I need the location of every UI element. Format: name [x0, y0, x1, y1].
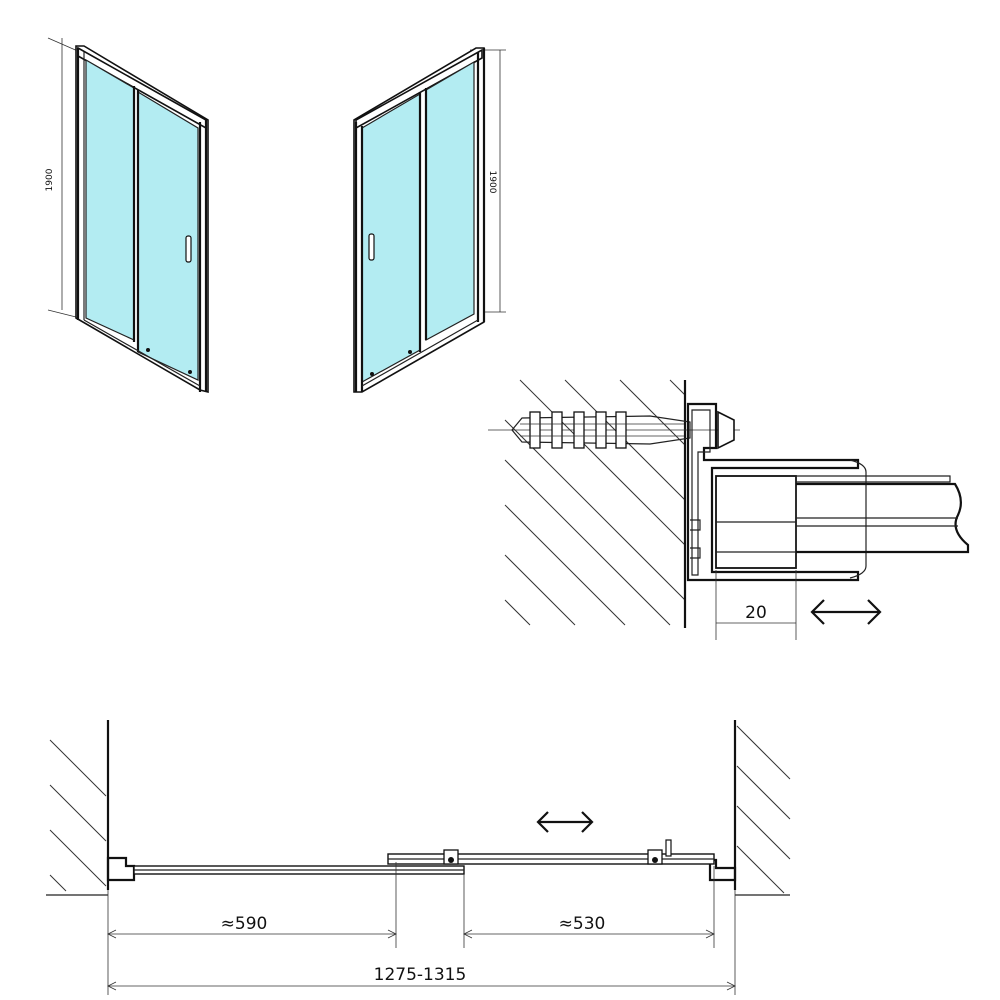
anchor-body — [511, 415, 691, 445]
left-fixed-glass — [85, 58, 135, 341]
plan-roller-1-wheel — [448, 857, 454, 863]
right-roller-bottom-2 — [408, 350, 412, 354]
left-door-handle — [185, 235, 192, 263]
left-isometric-view: 1900 — [45, 37, 209, 394]
anchor-rib-2 — [551, 411, 563, 449]
wall-profile — [686, 402, 867, 582]
plan-left-wall-hatch — [49, 739, 107, 892]
right-roller-bottom — [370, 372, 374, 376]
right-bottom-rail — [361, 319, 479, 387]
wall-profile-lip — [849, 459, 867, 579]
left-height-dim-tick-top — [47, 37, 81, 53]
left-height-dim-tick-bottom — [47, 309, 81, 319]
right-height-label: 1900 — [487, 171, 497, 194]
left-roller-bottom-2 — [188, 370, 192, 374]
plan-view: ≈590 ≈530 1275-1315 — [46, 720, 791, 995]
plan-sliding-label: ≈530 — [559, 914, 606, 934]
wall-profile-inner — [691, 409, 711, 576]
plan-handle — [665, 839, 672, 857]
plan-total-dimension: 1275-1315 — [107, 890, 736, 995]
wall-anchor — [511, 410, 735, 450]
screw-head — [717, 410, 735, 450]
left-roller-bottom — [146, 348, 150, 352]
wall-profile-notch-1 — [690, 519, 701, 531]
plan-right-wall-hatch — [736, 725, 791, 894]
glass-panel-break — [796, 482, 970, 554]
plan-sliding-dimension: ≈530 — [463, 866, 715, 948]
wall-profile-notch-2 — [690, 547, 701, 559]
slide-arrow-detail — [810, 599, 882, 625]
plan-left-profile — [106, 856, 136, 882]
clearance-dimension: 20 — [715, 570, 797, 640]
glass-top-edge — [796, 475, 951, 483]
left-height-label: 1900 — [45, 168, 55, 191]
plan-fixed-dimension: ≈590 — [107, 862, 397, 948]
anchor-rib-5 — [615, 411, 627, 449]
plan-roller-2-wheel — [652, 857, 658, 863]
wall-profile-detail: 20 — [488, 379, 970, 640]
right-isometric-view: 1900 — [353, 47, 506, 393]
plan-fixed-label: ≈590 — [221, 914, 268, 934]
wall-profile-outline — [686, 402, 860, 582]
left-bottom-rail — [83, 319, 201, 387]
plan-total-label: 1275-1315 — [374, 965, 467, 985]
anchor-rib-3 — [573, 411, 585, 449]
right-door-handle — [368, 233, 375, 261]
door-profile — [715, 475, 970, 569]
clearance-label: 20 — [745, 603, 767, 623]
detail-wall-hatch — [504, 379, 686, 626]
anchor-rib-4 — [595, 411, 607, 449]
anchor-rib-1 — [529, 411, 541, 449]
plan-slide-arrow — [536, 811, 594, 833]
right-fixed-glass — [425, 60, 475, 342]
